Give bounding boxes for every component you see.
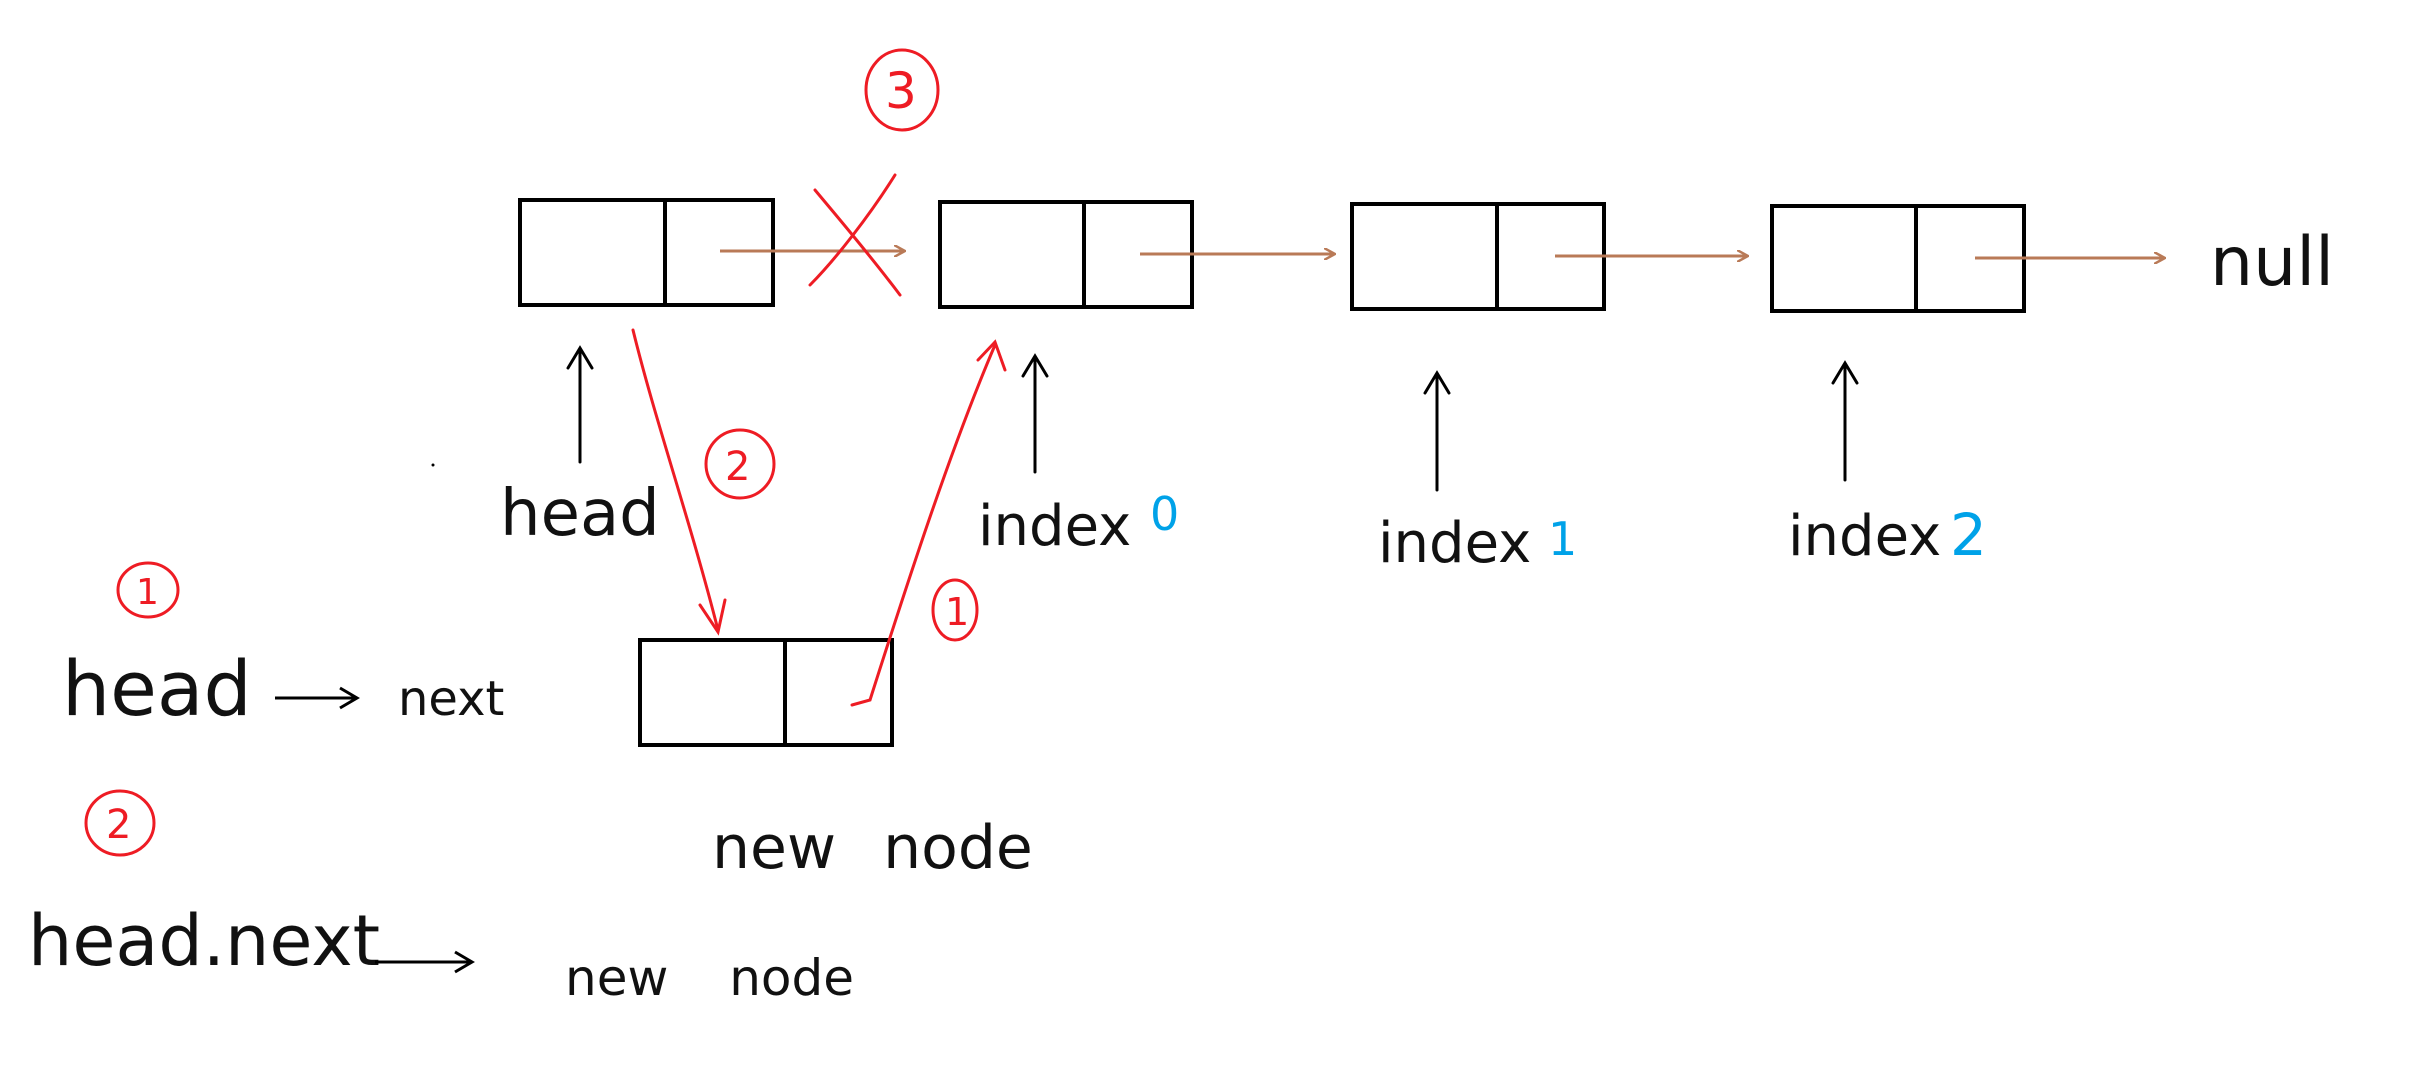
next-pointers [720,251,2165,258]
note-step-1: 1 head next [62,561,504,733]
null-label: null [2210,223,2334,302]
note-right-text: new node [565,949,854,1007]
note-left-text: head [62,644,252,733]
note-marker-number: 1 [136,572,159,613]
index-number: 0 [1150,487,1179,541]
head-up-arrow [566,345,594,464]
red-arrow-newnode-to-index0 [850,339,1007,707]
note-marker-number: 2 [106,802,131,848]
index1-up-arrow [1423,370,1451,492]
new-node-label: new node [712,813,1033,883]
index-label-2: index 2 [1788,501,1987,569]
index-label-0: index 0 [978,487,1179,559]
step-marker-number: 2 [725,444,750,490]
note-arrow [275,686,360,710]
note-left-text: head.next [28,900,380,982]
note-arrow [375,950,475,974]
index-word: index [1788,504,1941,569]
note-step-2: 2 head.next new node [28,789,854,1007]
stray-dot [431,463,435,467]
step-marker-2-diagram: 2 [704,428,776,500]
step-marker-number: 3 [885,62,917,120]
head-label: head [500,477,660,551]
red-arrow-head-to-newnode [631,328,727,636]
cut-pointer-x [808,173,902,297]
new-node-box [638,638,894,747]
step-marker-3: 3 [864,48,940,132]
step-marker-number: 1 [945,590,969,634]
note-right-text: next [398,671,504,727]
index-number: 2 [1950,501,1987,569]
step-marker-1-diagram: 1 [931,578,979,642]
index-word: index [1378,511,1531,576]
index2-up-arrow [1831,360,1859,482]
index-number: 1 [1548,512,1577,566]
index-word: index [978,494,1131,559]
upward-pointers [566,345,1859,492]
index-label-1: index 1 [1378,511,1577,576]
index0-up-arrow [1021,353,1049,474]
